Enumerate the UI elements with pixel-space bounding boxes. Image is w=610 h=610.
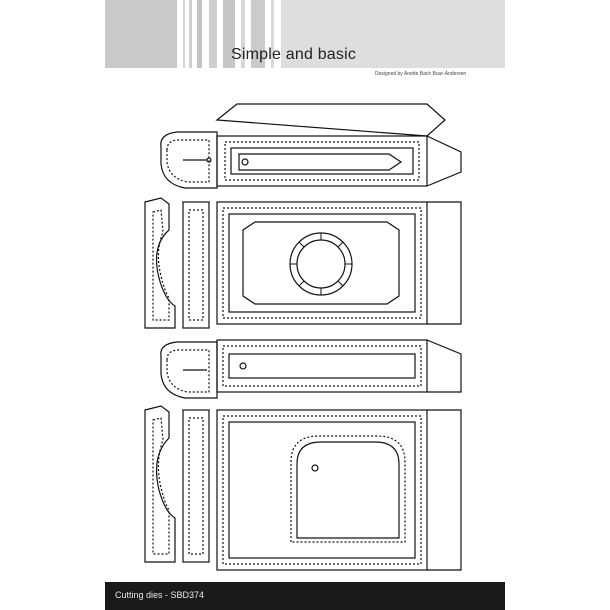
product-card: Simple and basic Designed by Anette Bach… xyxy=(105,0,505,610)
die-template-illustration xyxy=(144,103,462,571)
left-handle-upper xyxy=(144,197,210,329)
main-panel-sun xyxy=(216,201,462,325)
top-lid-panel xyxy=(215,103,462,187)
left-tab-top xyxy=(160,131,218,189)
product-label: Cutting dies - SBD374 xyxy=(115,590,205,600)
second-lid-panel xyxy=(160,339,462,399)
brand-title: Simple and basic xyxy=(231,46,357,63)
footer-bar: Cutting dies - SBD374 xyxy=(105,582,505,610)
header-stripes xyxy=(105,0,505,68)
left-handle-lower xyxy=(144,405,210,563)
bottom-panel-tag xyxy=(216,409,462,571)
designer-credit: Designed by Anette Bach Buur-Andersen xyxy=(375,71,467,77)
